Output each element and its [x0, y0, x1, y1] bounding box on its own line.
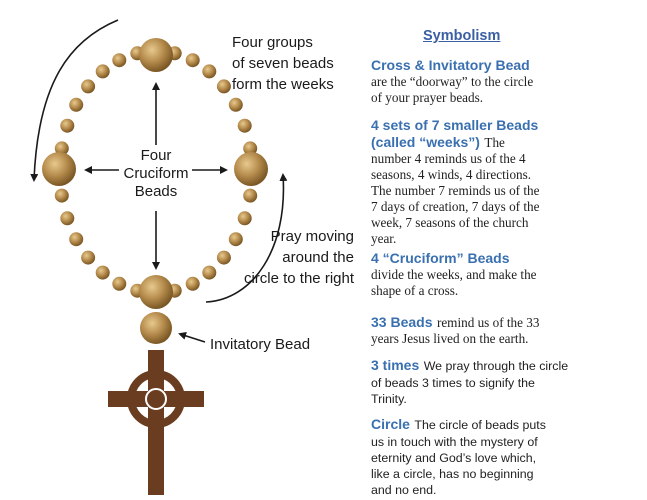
section-line: Trinity.: [371, 392, 407, 406]
four-groups-line-3: form the weeks: [232, 76, 334, 93]
cruciform-line-1: Four: [141, 147, 172, 164]
small-bead: [60, 211, 75, 226]
section-title: Cross & Invitatory Bead: [371, 57, 530, 73]
invitatory-label: Invitatory Bead: [210, 336, 310, 353]
symbolism-heading: Symbolism: [423, 28, 501, 44]
small-bead: [81, 250, 96, 265]
cruciform-bead-right: [234, 152, 268, 186]
section-line: week, 7 seasons of the church: [371, 215, 529, 230]
four-groups-line-1: Four groups: [232, 34, 313, 51]
small-bead: [60, 118, 75, 133]
arrow-curve-left: [30, 19, 119, 182]
small-bead: [243, 188, 258, 203]
small-bead: [95, 64, 110, 79]
arrow-curve-right: [205, 173, 288, 303]
small-bead: [243, 141, 258, 156]
section-line: seasons, 4 winds, 4 directions.: [371, 167, 532, 182]
small-bead: [54, 188, 69, 203]
section-inline: The circle of beads puts: [414, 418, 546, 432]
small-bead: [216, 250, 231, 265]
cruciform-bead-left: [42, 152, 76, 186]
section-line: 7 days of creation, 7 days of the: [371, 199, 540, 214]
section-line: year.: [371, 231, 397, 246]
section-inline: remind us of the 33: [436, 315, 540, 330]
section-line: divide the weeks, and make the: [371, 267, 537, 282]
cruciform-line-2: Cruciform: [123, 165, 188, 182]
small-bead: [202, 64, 217, 79]
section-33-beads: 33 Beads remind us of the 33 years Jesus…: [371, 314, 641, 347]
small-bead: [216, 79, 231, 94]
small-bead: [237, 211, 252, 226]
four-groups-line-2: of seven beads: [232, 55, 334, 72]
section-line: shape of a cross.: [371, 283, 459, 298]
section-3-times: 3 times We pray through the circle of be…: [371, 357, 641, 407]
section-line: and no end.: [371, 483, 437, 497]
cruciform-line-3: Beads: [135, 183, 178, 200]
small-bead: [185, 53, 200, 68]
section-line: of beads 3 times to signify the: [371, 376, 535, 390]
small-bead: [237, 118, 252, 133]
pray-moving-line-3: circle to the right: [244, 270, 355, 287]
section-weeks: 4 sets of 7 smaller Beads (called “weeks…: [371, 117, 641, 247]
pray-moving-line-2: around the: [282, 249, 354, 266]
section-line: like a circle, has no beginning: [371, 467, 534, 481]
small-bead: [69, 232, 84, 247]
section-line: years Jesus lived on the earth.: [371, 331, 529, 346]
section-title: Circle: [371, 416, 410, 432]
small-bead: [228, 232, 243, 247]
small-bead: [95, 265, 110, 280]
section-title: (called “weeks”): [371, 134, 480, 150]
small-bead: [185, 276, 200, 291]
section-line: The number 7 reminds us of the: [371, 183, 540, 198]
section-inline: We pray through the circle: [423, 359, 569, 373]
cruciform-bead-bottom: [139, 275, 173, 309]
pray-moving-line-1: Pray moving: [271, 228, 354, 245]
small-bead: [81, 79, 96, 94]
small-bead: [112, 276, 127, 291]
section-line: eternity and God’s love which,: [371, 451, 537, 465]
section-circle: Circle The circle of beads puts us in to…: [371, 416, 641, 498]
cruciform-bead-top: [139, 38, 173, 72]
section-title: 4 “Cruciform” Beads: [371, 250, 510, 266]
section-inline: The: [484, 135, 505, 150]
section-line: of your prayer beads.: [371, 90, 484, 105]
section-title: 33 Beads: [371, 314, 433, 330]
section-line: are the “doorway” to the circle: [371, 74, 534, 89]
four-groups-label: Four groups of seven beads form the week…: [232, 34, 334, 93]
section-title: 4 sets of 7 smaller Beads: [371, 117, 539, 133]
section-title: 3 times: [371, 357, 420, 373]
small-bead: [69, 97, 84, 112]
pray-moving-label: Pray moving around the circle to the rig…: [244, 228, 355, 287]
small-bead: [228, 97, 243, 112]
cross-icon: [108, 350, 204, 495]
invitatory-bead: [140, 312, 172, 344]
arrow-invitatory: [178, 332, 206, 343]
section-line: us in touch with the mystery of: [371, 435, 538, 449]
small-bead: [202, 265, 217, 280]
small-bead: [54, 141, 69, 156]
section-cruciform: 4 “Cruciform” Beads divide the weeks, an…: [371, 250, 641, 299]
cruciform-label: Four Cruciform Beads: [123, 147, 188, 200]
section-cross: Cross & Invitatory Bead are the “doorway…: [371, 57, 641, 106]
small-bead: [112, 53, 127, 68]
prayer-beads-diagram: Four groups of seven beads form the week…: [30, 19, 355, 495]
section-line: number 4 reminds us of the 4: [371, 151, 526, 166]
